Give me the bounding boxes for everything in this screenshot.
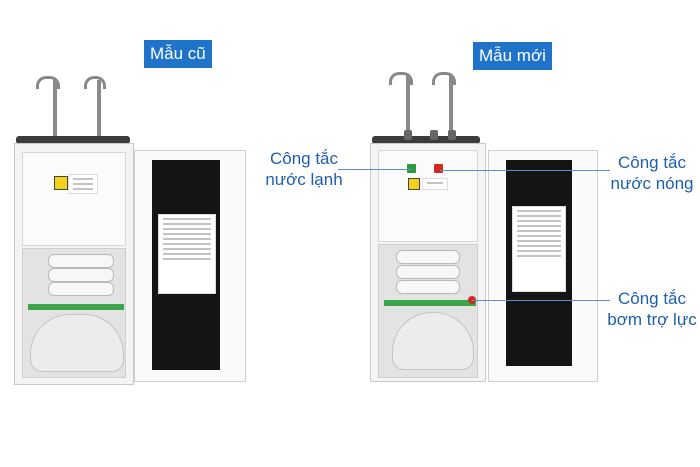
cold-switch-callout: Công tắc nước lạnh (254, 148, 354, 190)
new-faucet-left (389, 72, 413, 85)
new-model-label: Mẫu mới (473, 42, 552, 70)
new-faucet-left-stem (406, 76, 410, 138)
new-upper-panel (378, 150, 478, 242)
old-door-manual (158, 214, 216, 294)
pump-switch-pointer-line (472, 300, 610, 301)
cold-switch-pointer-line (338, 169, 412, 170)
old-pressure-tank (30, 314, 124, 372)
new-brand-strip (384, 300, 476, 306)
old-faucet-right (84, 76, 106, 89)
new-top-knob-2 (430, 130, 438, 140)
old-faucet-left-stem (53, 80, 57, 138)
old-warning-sticker (54, 176, 68, 190)
pump-switch-callout: Công tắc bơm trợ lực (604, 288, 700, 330)
hot-switch-callout: Công tắc nước nóng (604, 152, 700, 194)
new-warning-sticker (408, 178, 420, 190)
new-info-sticker (422, 178, 448, 190)
hot-water-switch[interactable] (434, 164, 443, 173)
new-door-manual (512, 206, 566, 292)
cold-switch-callout-line2: nước lạnh (265, 170, 343, 189)
old-filter-2 (48, 268, 114, 282)
hot-switch-pointer-line (440, 170, 610, 171)
cold-water-switch[interactable] (407, 164, 416, 173)
new-filter-2 (396, 265, 460, 279)
old-faucet-left (36, 76, 60, 89)
new-filter-3 (396, 280, 460, 294)
old-brand-strip (28, 304, 124, 310)
new-pressure-tank (392, 312, 474, 370)
old-filter-1 (48, 254, 114, 268)
new-filter-1 (396, 250, 460, 264)
new-top-knob-3 (448, 130, 456, 140)
old-info-sticker (68, 174, 98, 194)
pump-switch-callout-line2: bơm trợ lực (607, 310, 697, 329)
old-upper-panel (22, 152, 126, 246)
pump-switch-callout-line1: Công tắc (617, 289, 687, 308)
cold-switch-callout-line1: Công tắc (269, 149, 339, 168)
old-top-cap (16, 136, 130, 144)
new-faucet-right (432, 72, 456, 85)
new-top-cap (372, 136, 480, 144)
old-faucet-right-stem (97, 80, 101, 138)
old-model-label: Mẫu cũ (144, 40, 212, 68)
old-filter-3 (48, 282, 114, 296)
hot-switch-callout-line1: Công tắc (617, 153, 687, 172)
new-top-knob-1 (404, 130, 412, 140)
hot-switch-callout-line2: nước nóng (610, 174, 694, 193)
new-faucet-right-stem (449, 76, 453, 138)
